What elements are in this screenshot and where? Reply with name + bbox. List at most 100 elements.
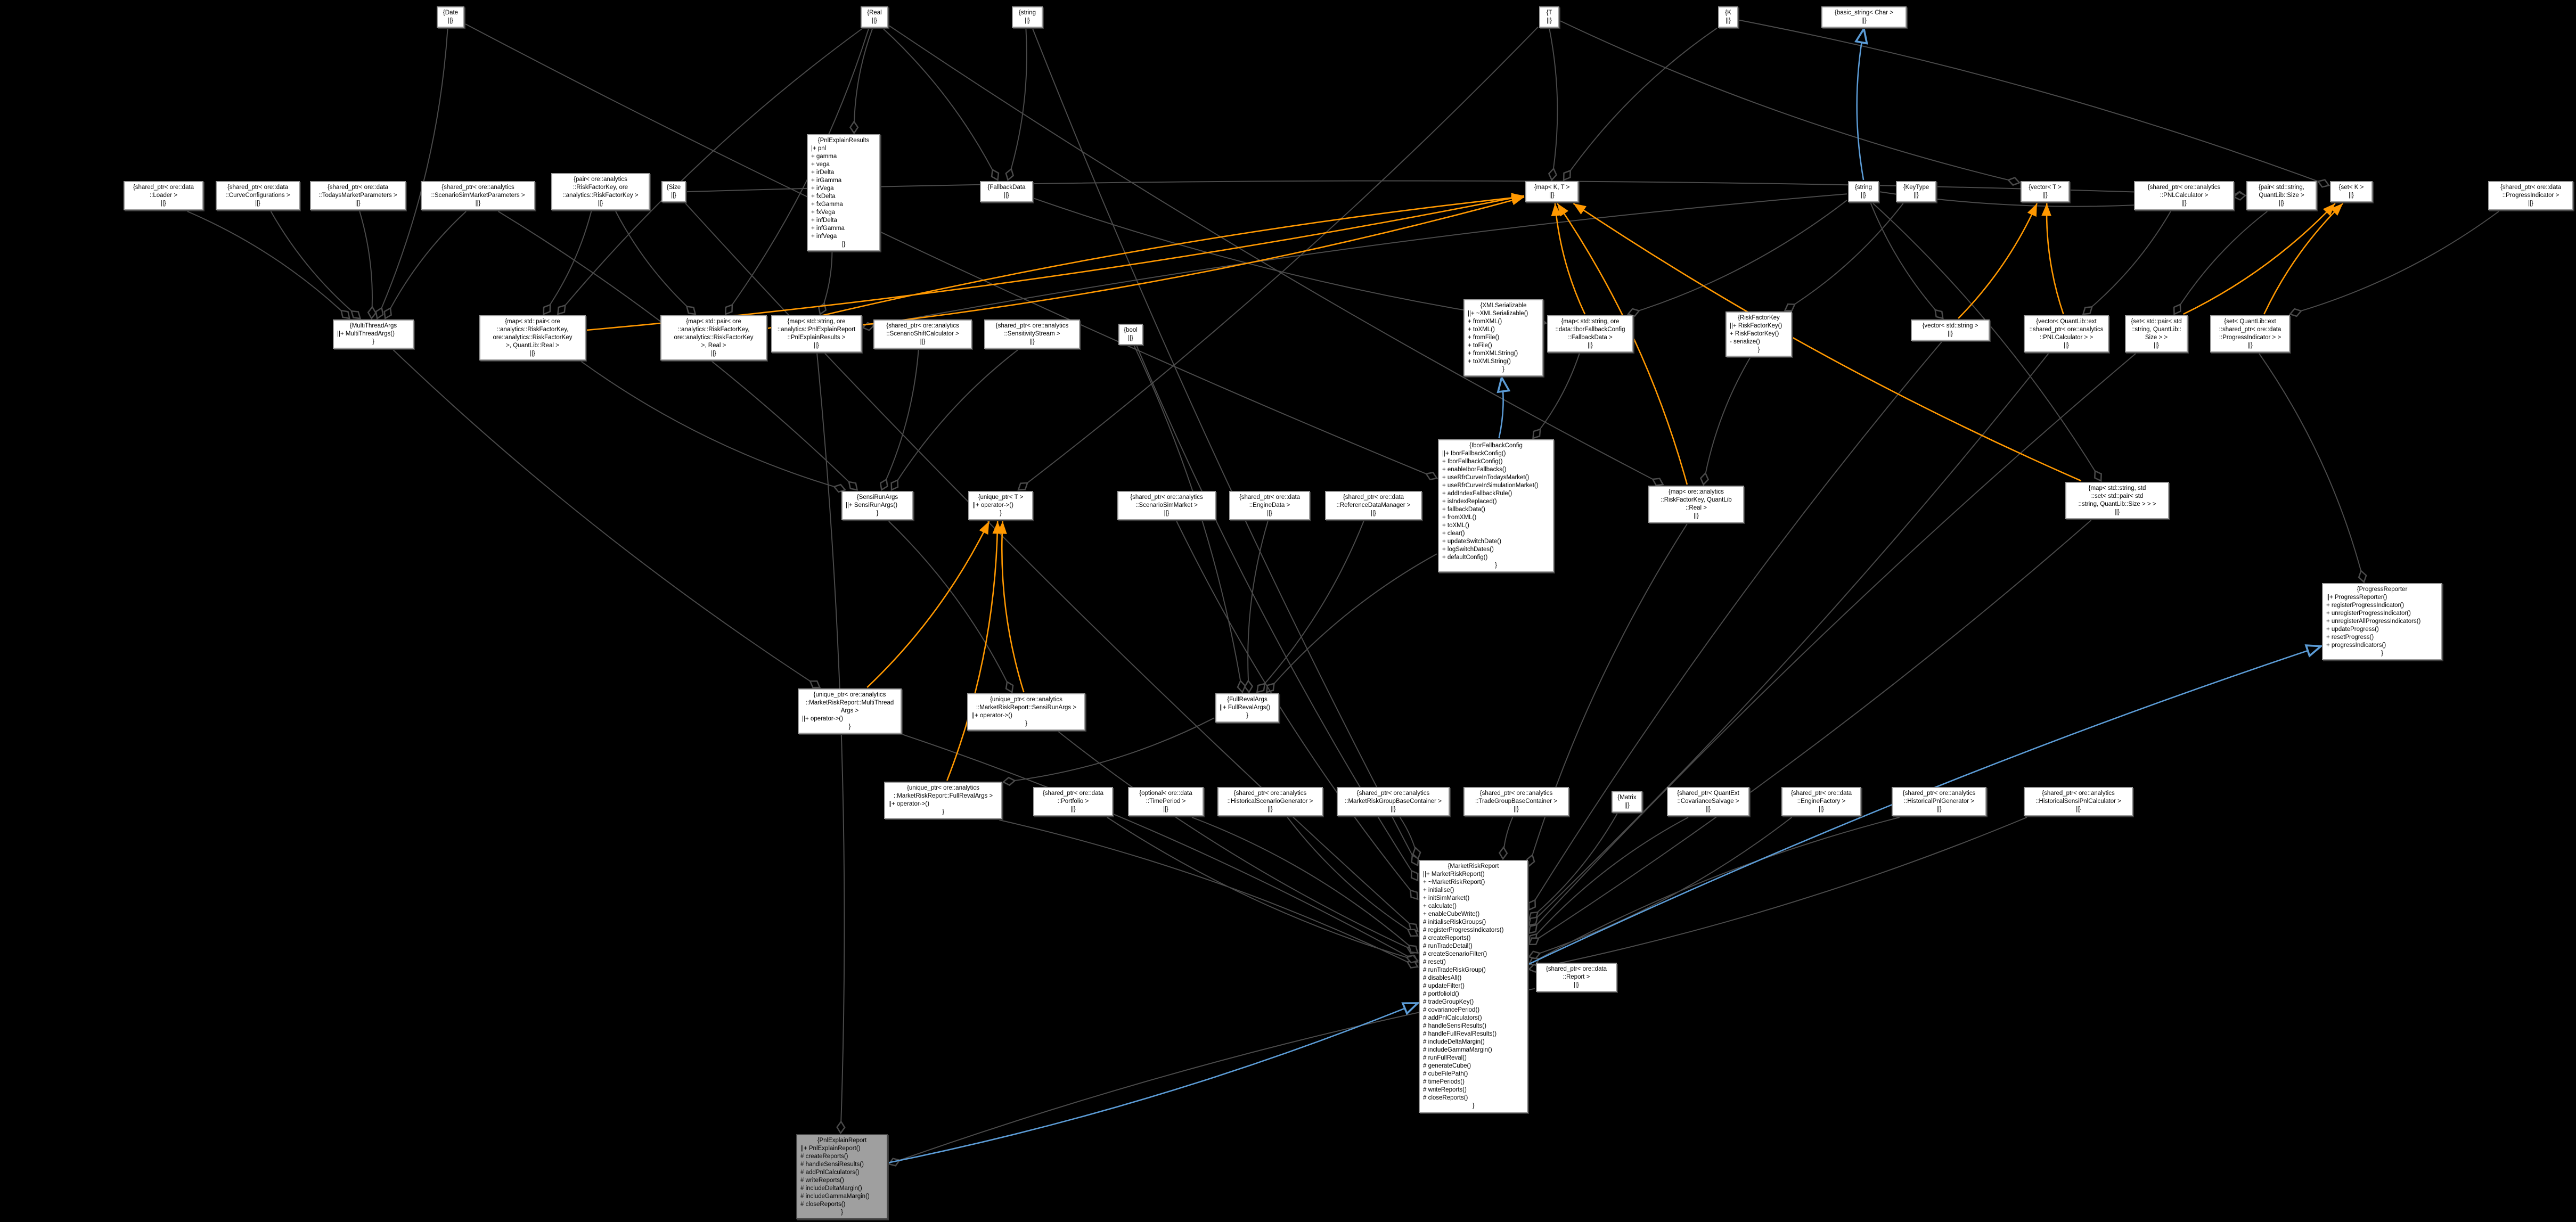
node-line: # covariancePeriod() — [1423, 1007, 1480, 1013]
class-node-sptrHistPnlGen[interactable]: {shared_ptr< ore::analytics::HistoricalP… — [1892, 787, 1986, 816]
node-line: ||} — [1163, 806, 1168, 813]
class-node-setPairStringSize[interactable]: {set< std::pair< std::string, QuantLib::… — [2125, 315, 2188, 352]
class-node-mapStringPnlExplainResults[interactable]: {map< std::string, ore::analytics::PnlEx… — [771, 315, 862, 352]
class-node-sptrSensitivityStream[interactable]: {shared_ptr< ore::analytics::Sensitivity… — [984, 319, 1080, 349]
class-node-sptrHistScenGen[interactable]: {shared_ptr< ore::analytics::HistoricalS… — [1217, 787, 1323, 816]
class-node-stringTop[interactable]: {string||} — [1012, 6, 1043, 28]
node-line: ||} — [2528, 200, 2533, 207]
edge-sptrHistScenGen-marketRiskReport — [1287, 817, 1418, 936]
class-node-mapPairRfkReal[interactable]: {map< std::pair< ore::analytics::RiskFac… — [479, 315, 586, 360]
node-line: ||} — [1004, 192, 1009, 199]
class-node-iborFallbackConfig[interactable]: {IborFallbackConfig||+ IborFallbackConfi… — [1438, 439, 1554, 572]
class-node-todaysMarketParams[interactable]: {shared_ptr< ore::data::TodaysMarketPara… — [310, 181, 406, 210]
edge-fullRevalArgs-uptrFullRevalArgs — [1003, 717, 1215, 782]
class-node-multiThreadArgs[interactable]: {MultiThreadArgs||+ MultiThreadArgs()} — [333, 319, 414, 349]
class-node-sptrMarketRiskGroupContainer[interactable]: {shared_ptr< ore::analytics::MarketRiskG… — [1337, 787, 1450, 816]
class-node-size[interactable]: {Size||} — [661, 181, 686, 202]
class-node-string2[interactable]: {string||} — [1848, 181, 1879, 202]
class-node-vectorT[interactable]: {vector< T >||} — [2021, 181, 2070, 202]
class-node-sptrEngineFactory[interactable]: {shared_ptr< ore::data::EngineFactory >|… — [1781, 787, 1861, 816]
class-node-sptrEngineData[interactable]: {shared_ptr< ore::data::EngineData >||} — [1229, 491, 1310, 520]
class-node-xmlSerializable[interactable]: {XMLSerializable||+ ~XMLSerializable()+ … — [1463, 299, 1543, 376]
node-line: {MultiThreadArgs — [349, 323, 397, 329]
class-node-scenarioSimMarketParams[interactable]: {shared_ptr< ore::analytics::ScenarioSim… — [421, 181, 535, 210]
class-node-uniquePtrT[interactable]: {unique_ptr< T >||+ operator->()} — [968, 491, 1033, 520]
node-line: {map< K, T > — [1534, 184, 1570, 191]
class-node-mapRfkReal[interactable]: {map< ore::analytics::RiskFactorKey, Qua… — [1648, 486, 1744, 523]
edge-sptrTradeGroupContainer-marketRiskReport — [1503, 817, 1514, 859]
class-node-vectorPNLCalculators[interactable]: {vector< QuantLib::ext::shared_ptr< ore:… — [2024, 315, 2109, 352]
class-node-sptrPortfolio[interactable]: {shared_ptr< ore::data::Portfolio >||} — [1033, 787, 1113, 816]
node-line: {shared_ptr< ore::data — [1545, 966, 1607, 972]
class-node-pnlExplainResults[interactable]: {PnlExplainResults|+ pnl+ gamma+ vega+ i… — [807, 134, 880, 251]
node-line: ||+ operator->() — [888, 801, 929, 807]
class-node-sptrScenarioShiftCalculator[interactable]: {shared_ptr< ore::analytics::ScenarioShi… — [873, 319, 972, 349]
node-line: } — [1502, 366, 1504, 373]
class-node-keyType[interactable]: {KeyType||} — [1896, 181, 1936, 202]
class-node-curveConfigs[interactable]: {shared_ptr< ore::data::CurveConfigurati… — [216, 181, 300, 210]
edge-matrix-marketRiskReport — [1529, 813, 1618, 920]
edge-mapStringPnlExplainResults-mapKT — [862, 195, 1525, 326]
class-node-uptrFullRevalArgs[interactable]: {unique_ptr< ore::analytics::MarketRiskR… — [884, 782, 1002, 819]
class-node-mapKT[interactable]: {map< K, T >||} — [1525, 181, 1579, 202]
class-node-vectorString[interactable]: {vector< std::string >||} — [1911, 319, 1990, 341]
class-node-date[interactable]: {Date||} — [437, 6, 464, 28]
class-node-mapStringSetPairStringSize[interactable]: {map< std::string, std::set< std::pair< … — [2065, 482, 2169, 519]
class-node-sptrTradeGroupContainer[interactable]: {shared_ptr< ore::analytics::TradeGroupB… — [1463, 787, 1569, 816]
class-node-sensiRunArgs[interactable]: {SensiRunArgs||+ SensiRunArgs()} — [841, 491, 913, 520]
class-node-setProgressIndicators[interactable]: {set< QuantLib::ext::shared_ptr< ore::da… — [2210, 315, 2290, 352]
class-node-fallbackData[interactable]: {FallbackData||} — [980, 181, 1033, 202]
class-node-pnlExplainReport[interactable]: {PnlExplainReport||+ PnlExplainReport()#… — [796, 1134, 888, 1219]
class-node-fullRevalArgs[interactable]: {FullRevalArgs||+ FullRevalArgs()} — [1215, 693, 1279, 723]
class-node-uptrSensiRunArgs[interactable]: {unique_ptr< ore::analytics::MarketRiskR… — [967, 693, 1085, 731]
class-node-pairRfkRfk[interactable]: {pair< ore::analytics::RiskFactorKey, or… — [551, 173, 650, 210]
edge-real-pnlExplainResults — [854, 28, 873, 133]
node-line: ::Portfolio > — [1057, 798, 1089, 805]
node-line: {shared_ptr< ore::data — [1790, 790, 1852, 797]
node-line: ||} — [1029, 339, 1035, 345]
class-node-sptrHistSensiPnlCalc[interactable]: {shared_ptr< ore::analytics::HistoricalS… — [2024, 787, 2133, 816]
node-line: ||} — [671, 192, 676, 199]
node-line: ::EngineData > — [1249, 502, 1290, 509]
node-line: {unique_ptr< ore::analytics — [813, 692, 886, 698]
class-node-riskFactorKey[interactable]: {RiskFactorKey||+ RiskFactorKey()+ RiskF… — [1725, 311, 1792, 357]
node-line: ||} — [1725, 18, 1731, 24]
node-line: # createReports() — [800, 1153, 848, 1160]
node-line: + isIndexReplaced() — [1442, 498, 1497, 505]
node-line: ::PNLCalculator > — [2160, 192, 2209, 199]
class-node-sptrReferenceDataManager[interactable]: {shared_ptr< ore::data::ReferenceDataMan… — [1325, 491, 1422, 520]
edge-pairRfkRfk-mapPairRfkReal2 — [615, 211, 696, 314]
class-node-sptrPNLCalculator[interactable]: {shared_ptr< ore::analytics::PNLCalculat… — [2134, 181, 2234, 210]
node-line: {map< std::string, ore — [787, 318, 846, 325]
edge-mapPairRfkReal2-mapKT — [767, 193, 1525, 329]
class-node-sptrScenarioSimMarket[interactable]: {shared_ptr< ore::analytics::ScenarioSim… — [1117, 491, 1216, 520]
class-node-mapStringFallbackData[interactable]: {map< std::string, ore::data::IborFallba… — [1547, 315, 1633, 352]
class-node-pairStringSize[interactable]: {pair< std::string,QuantLib::Size >||} — [2246, 181, 2317, 210]
node-line: ::HistoricalPnlGenerator > — [1904, 798, 1974, 805]
class-node-progressReporter[interactable]: {ProgressReporter||+ ProgressReporter()+… — [2322, 583, 2442, 660]
class-node-sptrCovarianceSalvage[interactable]: {shared_ptr< QuantExt::CovarianceSalvage… — [1667, 787, 1749, 816]
class-node-sptrReport[interactable]: {shared_ptr< ore::data::Report >||} — [1536, 963, 1617, 992]
class-node-T[interactable]: {T||} — [1539, 6, 1559, 28]
edge-vectorPNLCalculators-marketRiskReport — [1529, 353, 2049, 925]
node-line: ::TodaysMarketParameters > — [318, 192, 397, 199]
node-line: # handleFullRevalResults() — [1423, 1031, 1497, 1037]
class-node-K[interactable]: {K||} — [1718, 6, 1738, 28]
class-node-mapPairRfkReal2[interactable]: {map< std::pair< ore::analytics::RiskFac… — [660, 315, 767, 360]
edge-todaysMarketParams-multiThreadArgs — [359, 211, 372, 318]
class-node-boolNode[interactable]: {bool||} — [1118, 324, 1143, 345]
class-node-marketRiskReport[interactable]: {MarketRiskReport||+ MarketRiskReport()+… — [1419, 860, 1528, 1113]
node-line: + calculate() — [1423, 903, 1457, 909]
node-line: >, QuantLib::Real > — [506, 342, 559, 349]
class-node-real[interactable]: {Real||} — [861, 6, 888, 28]
node-line: + toFile() — [1468, 342, 1492, 349]
node-line: ||+ SensiRunArgs() — [846, 502, 898, 509]
class-node-matrix[interactable]: {Matrix||} — [1612, 791, 1642, 813]
class-node-optTimePeriod[interactable]: {optional< ore::data::TimePeriod >||} — [1128, 787, 1204, 816]
node-line: ||} — [1588, 342, 1593, 349]
class-node-loader[interactable]: {shared_ptr< ore::data::Loader >||} — [124, 181, 203, 210]
class-node-basicString[interactable]: {basic_string< Char >||} — [1821, 6, 1907, 28]
class-node-setK[interactable]: {set< K >||} — [2330, 181, 2373, 202]
class-node-uptrMultiThreadArgs[interactable]: {unique_ptr< ore::analytics::MarketRiskR… — [798, 688, 902, 734]
class-node-sptrProgressIndicator[interactable]: {shared_ptr< ore::data::ProgressIndicato… — [2488, 181, 2573, 210]
